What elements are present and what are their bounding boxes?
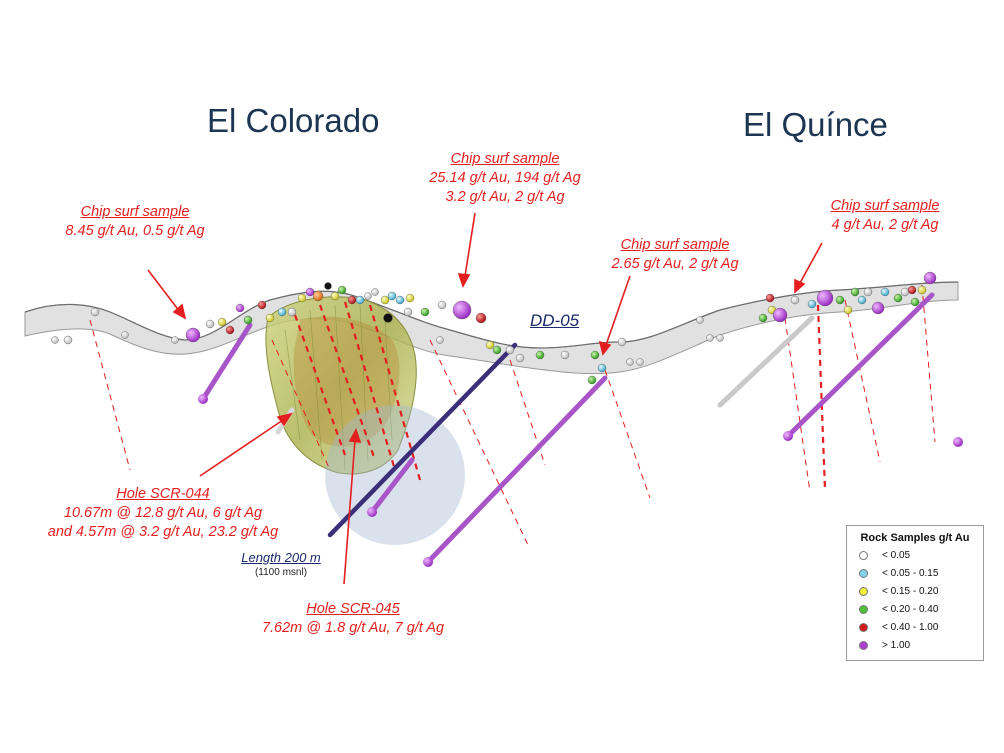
- search-ellipse: [325, 405, 465, 545]
- length-sub: (1100 msnl): [254, 567, 308, 578]
- projection-lines: [89, 284, 936, 546]
- annotation-line: 8.45 g/t Au, 0.5 g/t Ag: [65, 223, 205, 239]
- title-el-quince: El Quínce: [743, 106, 888, 143]
- legend-item: < 0.20 - 0.40: [859, 602, 938, 616]
- legend-title: Rock Samples g/t Au: [860, 532, 970, 544]
- annotation-heading: Hole SCR-045: [306, 601, 400, 617]
- annotation-heading: Hole SCR-044: [116, 486, 210, 502]
- rock-samples: [51, 271, 937, 385]
- annotation-line: 10.67m @ 12.8 g/t Au, 6 g/t Ag: [63, 505, 263, 521]
- legend-dot-icon: [859, 622, 868, 632]
- legend-dot-icon: [859, 550, 868, 560]
- annotation-heading: Chip surf sample: [450, 151, 560, 167]
- annotation-line: 4 g/t Au, 2 g/t Ag: [831, 217, 939, 233]
- ore-body-texture: [284, 304, 393, 471]
- annotation-hole-scr-045: Hole SCR-045 7.62m @ 1.8 g/t Au, 7 g/t A…: [238, 600, 468, 638]
- legend-dot-icon: [859, 568, 868, 578]
- title-el-colorado: El Colorado: [207, 102, 380, 139]
- annotation-heading: Chip surf sample: [620, 237, 730, 253]
- legend-dot-icon: [859, 604, 868, 614]
- annotation-chip4: Chip surf sample 4 g/t Au, 2 g/t Ag: [810, 197, 960, 235]
- legend-label: < 0.20 - 0.40: [882, 603, 939, 615]
- annotation-hole-scr-044: Hole SCR-044 10.67m @ 12.8 g/t Au, 6 g/t…: [18, 485, 308, 542]
- legend-dot-icon: [859, 640, 868, 650]
- drill-label-dd05: DD-05: [530, 311, 580, 330]
- annotation-chip1: Chip surf sample 8.45 g/t Au, 0.5 g/t Ag: [40, 203, 230, 241]
- legend-item: > 1.00: [859, 638, 910, 652]
- legend-item: < 0.05: [859, 548, 910, 562]
- annotation-arrows: [147, 212, 823, 585]
- drill-holes: [200, 292, 935, 565]
- annotation-line: 7.62m @ 1.8 g/t Au, 7 g/t Ag: [261, 620, 445, 636]
- legend: Rock Samples g/t Au < 0.05 < 0.05 - 0.15…: [846, 525, 984, 661]
- legend-dot-icon: [859, 586, 868, 596]
- legend-label: < 0.05 - 0.15: [882, 567, 939, 579]
- legend-item: < 0.15 - 0.20: [859, 584, 938, 598]
- legend-label: < 0.15 - 0.20: [882, 585, 939, 597]
- legend-item: < 0.40 - 1.00: [859, 620, 938, 634]
- length-label: Length 200 m (1100 msnl): [226, 550, 336, 578]
- length-main: Length 200 m: [241, 550, 321, 565]
- legend-label: < 0.40 - 1.00: [882, 621, 939, 633]
- drill-collars: [198, 394, 963, 567]
- annotation-heading: Chip surf sample: [830, 198, 940, 214]
- annotation-heading: Chip surf sample: [80, 204, 190, 220]
- legend-label: > 1.00: [882, 639, 911, 651]
- annotation-line: 25.14 g/t Au, 194 g/t Ag: [429, 170, 581, 186]
- annotation-line: 3.2 g/t Au, 2 g/t Ag: [445, 189, 565, 205]
- annotation-chip3: Chip surf sample 2.65 g/t Au, 2 g/t Ag: [580, 236, 770, 274]
- annotation-line: and 4.57m @ 3.2 g/t Au, 23.2 g/t Ag: [47, 524, 279, 540]
- annotation-line: 2.65 g/t Au, 2 g/t Ag: [611, 256, 739, 272]
- legend-item: < 0.05 - 0.15: [859, 566, 938, 580]
- legend-label: < 0.05: [882, 549, 911, 561]
- annotation-chip2: Chip surf sample 25.14 g/t Au, 194 g/t A…: [405, 150, 605, 207]
